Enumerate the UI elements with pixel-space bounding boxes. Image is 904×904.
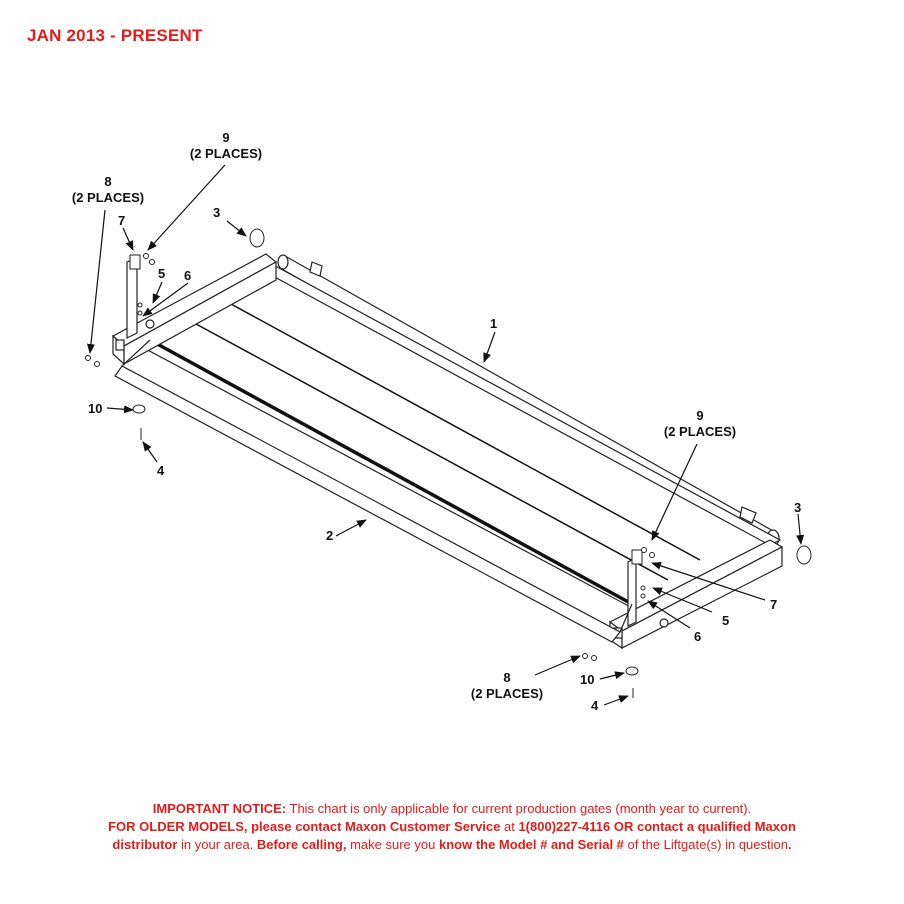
- callout-3-right: 3: [794, 500, 802, 515]
- roller-right: [796, 545, 812, 565]
- callout-8-right-places: (2 PLACES): [470, 686, 544, 701]
- callout-9-right-number: 9: [696, 408, 704, 423]
- bumper-right: [625, 666, 639, 676]
- callout-5-right: 5: [722, 613, 730, 628]
- bracket-right: [631, 549, 643, 565]
- callout-3-left: 3: [213, 205, 221, 220]
- page-title: JAN 2013 - PRESENT: [27, 26, 203, 45]
- bracket-left: [129, 254, 141, 270]
- notice-before-calling: Before calling,: [256, 837, 347, 852]
- callout-8-right-number: 8: [503, 670, 511, 685]
- callout-9-right: 9 (2 PLACES): [660, 408, 740, 440]
- callout-5-left: 5: [158, 266, 166, 281]
- callout-10-right: 10: [580, 672, 595, 687]
- notice-line-3: distributor in your area. Before calling…: [20, 836, 884, 854]
- callout-8-left-places: (2 PLACES): [71, 190, 145, 205]
- callout-9-left-number: 9: [222, 130, 230, 145]
- callout-8-right: 8 (2 PLACES): [467, 670, 547, 702]
- notice-distributor: distributor: [112, 837, 178, 852]
- left-side-frame: [111, 253, 278, 366]
- callout-2: 2: [326, 528, 334, 543]
- callout-4-right: 4: [591, 698, 599, 713]
- notice-line-3-text-a: in your area.: [177, 837, 257, 852]
- notice-line-2: FOR OLDER MODELS, please contact Maxon C…: [20, 818, 884, 836]
- hardware-parts: [85, 228, 812, 698]
- callout-10-left: 10: [88, 401, 103, 416]
- callout-9-right-places: (2 PLACES): [663, 424, 737, 439]
- notice-line-3-text-c: of the Liftgate(s) in question: [623, 837, 788, 852]
- callout-7-left: 7: [118, 213, 126, 228]
- bumper-left: [132, 404, 146, 414]
- callout-8-left: 8 (2 PLACES): [68, 174, 148, 206]
- notice-phone: 1(800)227-4116 OR contact a qualified Ma…: [518, 819, 796, 834]
- notice-line-1: IMPORTANT NOTICE: This chart is only app…: [20, 800, 884, 818]
- ramp-plate: [114, 339, 633, 643]
- callout-1: 1: [490, 316, 498, 331]
- callout-9-left: 9 (2 PLACES): [186, 130, 266, 162]
- callout-8-left-number: 8: [104, 174, 112, 189]
- important-notice: IMPORTANT NOTICE: This chart is only app…: [20, 800, 884, 854]
- callout-6-right: 6: [694, 629, 702, 644]
- callout-6-left: 6: [184, 268, 192, 283]
- callout-7-right: 7: [770, 597, 778, 612]
- notice-model-serial: know the Model # and Serial #: [438, 837, 624, 852]
- notice-line-2-text: at: [500, 819, 519, 834]
- notice-period: .: [787, 837, 792, 852]
- callout-4-left: 4: [157, 463, 165, 478]
- notice-line-1-text: This chart is only applicable for curren…: [286, 801, 752, 816]
- notice-line-3-text-b: make sure you: [346, 837, 439, 852]
- roller-left: [249, 228, 265, 248]
- notice-older-models: FOR OLDER MODELS, please contact Maxon C…: [108, 819, 501, 834]
- callout-9-left-places: (2 PLACES): [189, 146, 263, 161]
- notice-important-label: IMPORTANT NOTICE:: [152, 801, 287, 816]
- leader-lines: [86, 164, 805, 706]
